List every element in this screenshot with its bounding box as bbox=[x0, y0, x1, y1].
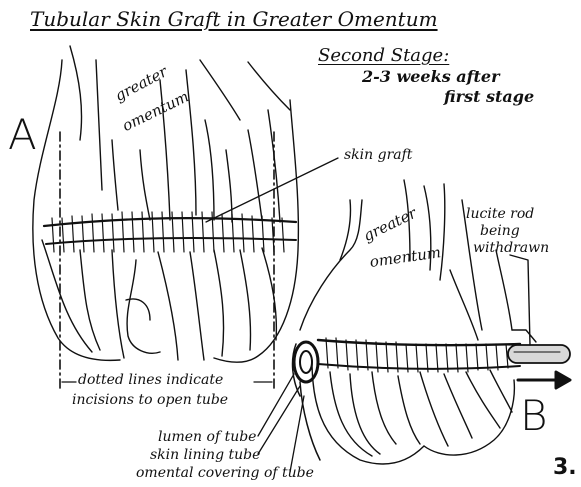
skin-graft-leader bbox=[206, 158, 338, 222]
figure-number: 3. bbox=[553, 456, 577, 480]
rod-label-line1: lucite rod bbox=[466, 207, 534, 222]
covering-leader bbox=[290, 396, 304, 472]
omentum-a-drawing bbox=[33, 46, 299, 362]
stage-timing: 2-3 weeks after bbox=[362, 68, 500, 86]
lumen-label: lumen of tube bbox=[158, 430, 256, 445]
graft-band-a bbox=[44, 212, 296, 252]
withdraw-arrow bbox=[518, 372, 570, 388]
rod-label-line3: withdrawn bbox=[473, 241, 549, 256]
figure-title: Tubular Skin Graft in Greater Omentum bbox=[30, 8, 438, 30]
omental-covering-label: omental covering of tube bbox=[136, 466, 314, 481]
graft-band-b bbox=[318, 338, 520, 372]
stage-reference: first stage bbox=[444, 88, 534, 106]
skin-lining-label: skin lining tube bbox=[150, 448, 260, 463]
panel-b-letter: B bbox=[520, 393, 548, 439]
dotted-lines-note: dotted lines indicate bbox=[78, 373, 223, 388]
incisions-note: incisions to open tube bbox=[72, 393, 228, 408]
panel-a-letter: A bbox=[8, 112, 37, 158]
stage-heading: Second Stage: bbox=[318, 46, 449, 66]
lining-leader bbox=[258, 386, 300, 454]
rod-label-line2: being bbox=[480, 224, 520, 239]
lucite-rod bbox=[508, 330, 570, 363]
skin-graft-label: skin graft bbox=[344, 148, 412, 163]
